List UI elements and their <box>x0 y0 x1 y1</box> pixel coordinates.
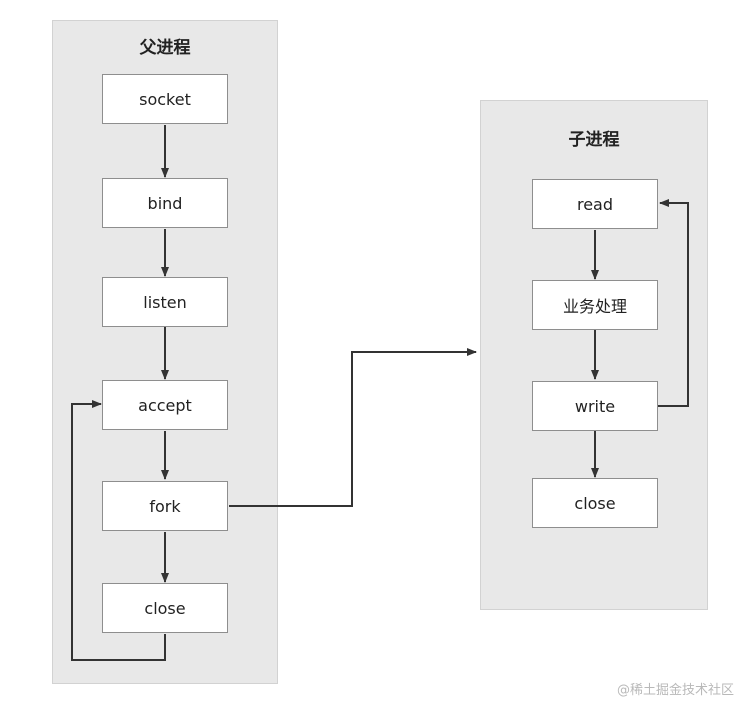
node-write: write <box>532 381 658 431</box>
node-business-processing: 业务处理 <box>532 280 658 330</box>
node-listen: listen <box>102 277 228 327</box>
parent-process-title: 父进程 <box>139 38 191 58</box>
node-fork: fork <box>102 481 228 531</box>
node-bind: bind <box>102 178 228 228</box>
node-accept: accept <box>102 380 228 430</box>
node-read: read <box>532 179 658 229</box>
arrow-fork-to-child <box>229 348 477 507</box>
arrow-write-loop-to-read <box>658 199 689 407</box>
node-close-parent: close <box>102 583 228 633</box>
arrow-close-loop-to-accept <box>71 400 166 661</box>
node-socket: socket <box>102 74 228 124</box>
child-process-title: 子进程 <box>568 130 620 150</box>
node-close-child: close <box>532 478 658 528</box>
watermark-text: @稀土掘金技术社区 <box>616 683 734 698</box>
